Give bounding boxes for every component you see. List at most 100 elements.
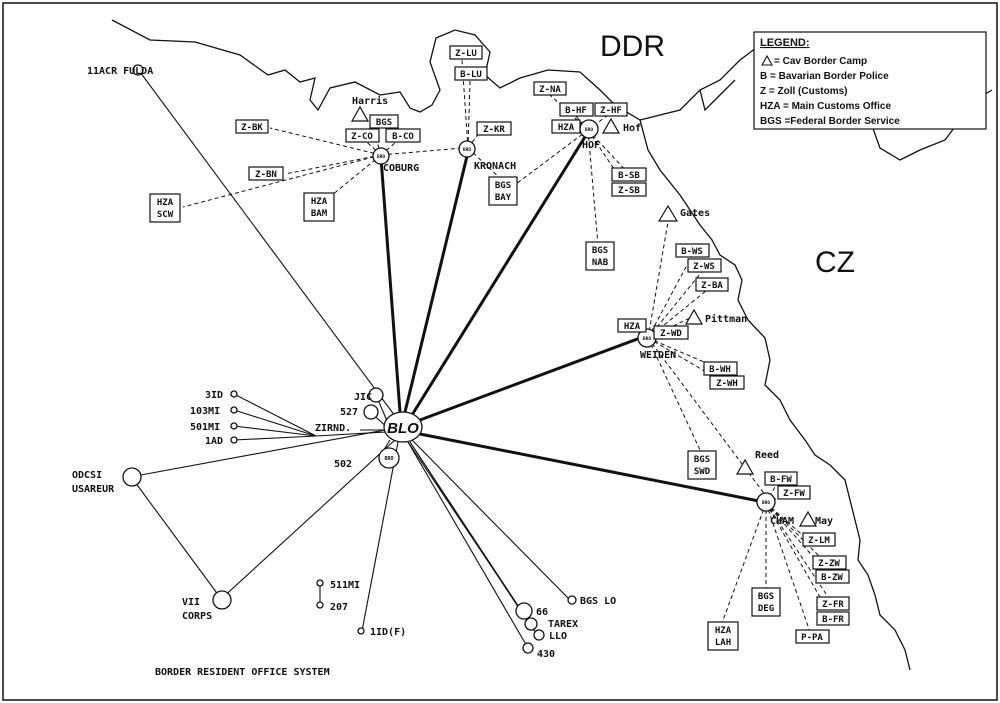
ddr-border-east [639,44,761,121]
unit-207: 207 [330,602,348,613]
fulda-label: 11ACR FULDA [87,66,153,77]
hza-scw-box: HZA SCW [149,193,181,223]
unit-nodes: 3ID 103MI 501MI 1AD JIC 527 ZIRND. 502 O… [72,387,616,660]
legend-item-zoll: Z = Zoll (Customs) [760,86,848,97]
coburg-agencies: Z-BK BGS Z-CO B-CO Z-BN [235,114,421,181]
svg-text:Z-HF: Z-HF [600,106,622,116]
unit-511mi: 511MI [330,580,360,591]
svg-text:BGS: BGS [376,118,392,128]
may-camp-icon [798,510,818,527]
legend-item-hza: HZA = Main Customs Office [760,101,891,112]
legend-title: LEGEND: [760,37,810,49]
legend-item-bgs: BGS =Federal Border Service [760,116,900,127]
svg-text:NAB: NAB [592,258,609,268]
kronach-label: KRONACH [474,161,516,172]
svg-text:BGS: BGS [758,592,774,602]
svg-text:Z-SB: Z-SB [618,186,640,196]
svg-text:Z-ZW: Z-ZW [818,559,840,569]
svg-text:Z-LM: Z-LM [808,536,830,546]
svg-text:Z-BN: Z-BN [255,170,277,180]
ddr-border-line [111,19,641,121]
unit-1idf: 1ID(F) [370,627,406,638]
svg-text:B-HF: B-HF [565,106,587,116]
bgs-deg-box: BGS DEG [751,587,781,617]
svg-text:BGS: BGS [592,246,608,256]
fulda-node: 11ACR FULDA [87,64,153,77]
legend-item-bavarian: B = Bavarian Border Police [760,71,889,82]
diagram-caption: BORDER RESIDENT OFFICE SYSTEM [155,667,330,678]
pittman-camp-icon [684,308,704,325]
hza-lah-box: HZA LAH [707,621,739,651]
camp-may: May [798,510,833,527]
svg-text:Z-WH: Z-WH [716,379,738,389]
svg-text:BRO: BRO [384,456,393,462]
svg-text:Pittman: Pittman [705,313,747,325]
unit-430: 430 [537,649,555,660]
unit-tarex: TAREX [548,619,578,630]
hof-label: HOF [582,140,600,151]
svg-text:BRO: BRO [643,336,651,342]
unit-502: 502 [334,459,352,470]
svg-text:BAM: BAM [311,209,328,219]
svg-text:B-SB: B-SB [618,171,640,181]
svg-text:Harris: Harris [352,95,388,107]
svg-text:May: May [815,516,833,527]
svg-text:Hof: Hof [623,123,641,134]
cham-agencies: B-FW Z-FW Z-LM Z-ZW B-ZW Z-FR B-FR P-PA [764,471,850,644]
unit-jic: JIC [354,392,372,403]
blo-hub: BLO [383,411,423,443]
svg-text:SCW: SCW [157,210,174,220]
svg-text:B-LU: B-LU [460,70,482,80]
svg-text:LAH: LAH [715,638,731,648]
hof-camp-icon [601,117,621,134]
camp-harris: Harris [350,95,388,122]
weiden-label: WEIDEN [640,350,676,361]
reed-camp-icon [735,458,755,475]
bro-kronach: BRO KRONACH [458,140,516,172]
svg-text:BRO: BRO [463,147,471,153]
svg-text:DEG: DEG [758,604,774,614]
svg-text:BAY: BAY [495,193,512,203]
unit-llo: LLO [549,631,567,642]
kronach-agencies: Z-LU B-LU Z-KR [449,45,512,136]
svg-text:Z-WD: Z-WD [660,329,682,339]
unit-1ad: 1AD [205,436,223,447]
svg-text:BGS: BGS [694,455,710,465]
svg-text:Z-NA: Z-NA [539,85,561,95]
svg-text:HZA: HZA [311,197,328,207]
unit-odcsi: ODCSI [72,470,102,481]
unit-vii: VII [182,597,200,608]
svg-text:Reed: Reed [755,450,779,461]
ddr-border-branch [699,79,736,112]
svg-text:HZA: HZA [624,322,641,332]
svg-text:B-WS: B-WS [681,247,703,257]
bgs-swd-box: BGS SWD [687,450,717,480]
camp-pittman: Pittman [684,308,747,325]
unit-3id: 3ID [205,390,223,401]
cz-border-line [639,119,911,671]
camp-triangle-icon [761,54,773,66]
svg-text:Z-WS: Z-WS [693,262,715,272]
camp-hof: Hof [601,117,641,134]
svg-text:BRO: BRO [762,500,770,506]
blo-label: BLO [387,420,419,437]
bro-coburg: BRO COBURG [372,147,419,174]
bgs-nab-box: BGS NAB [585,241,615,271]
camp-gates: Gates [657,204,710,222]
hza-bam-box: HZA BAM [303,192,335,222]
svg-text:BRO: BRO [377,154,385,160]
svg-text:HZA: HZA [157,198,174,208]
svg-text:Z-BK: Z-BK [241,123,263,133]
unit-66: 66 [536,607,548,618]
harris-camp-icon [350,105,370,122]
bro-502: BRO [378,447,400,469]
corps-unit-links [233,393,387,605]
weiden-agencies: B-WS Z-WS Z-BA HZA Z-WD B-WH Z-WH [617,243,745,390]
svg-text:BRO: BRO [585,127,593,133]
svg-text:Z-BA: Z-BA [701,281,723,291]
svg-text:HZA: HZA [558,123,575,133]
svg-text:B-FW: B-FW [770,475,792,485]
unit-zirnd: ZIRND. [315,423,351,434]
